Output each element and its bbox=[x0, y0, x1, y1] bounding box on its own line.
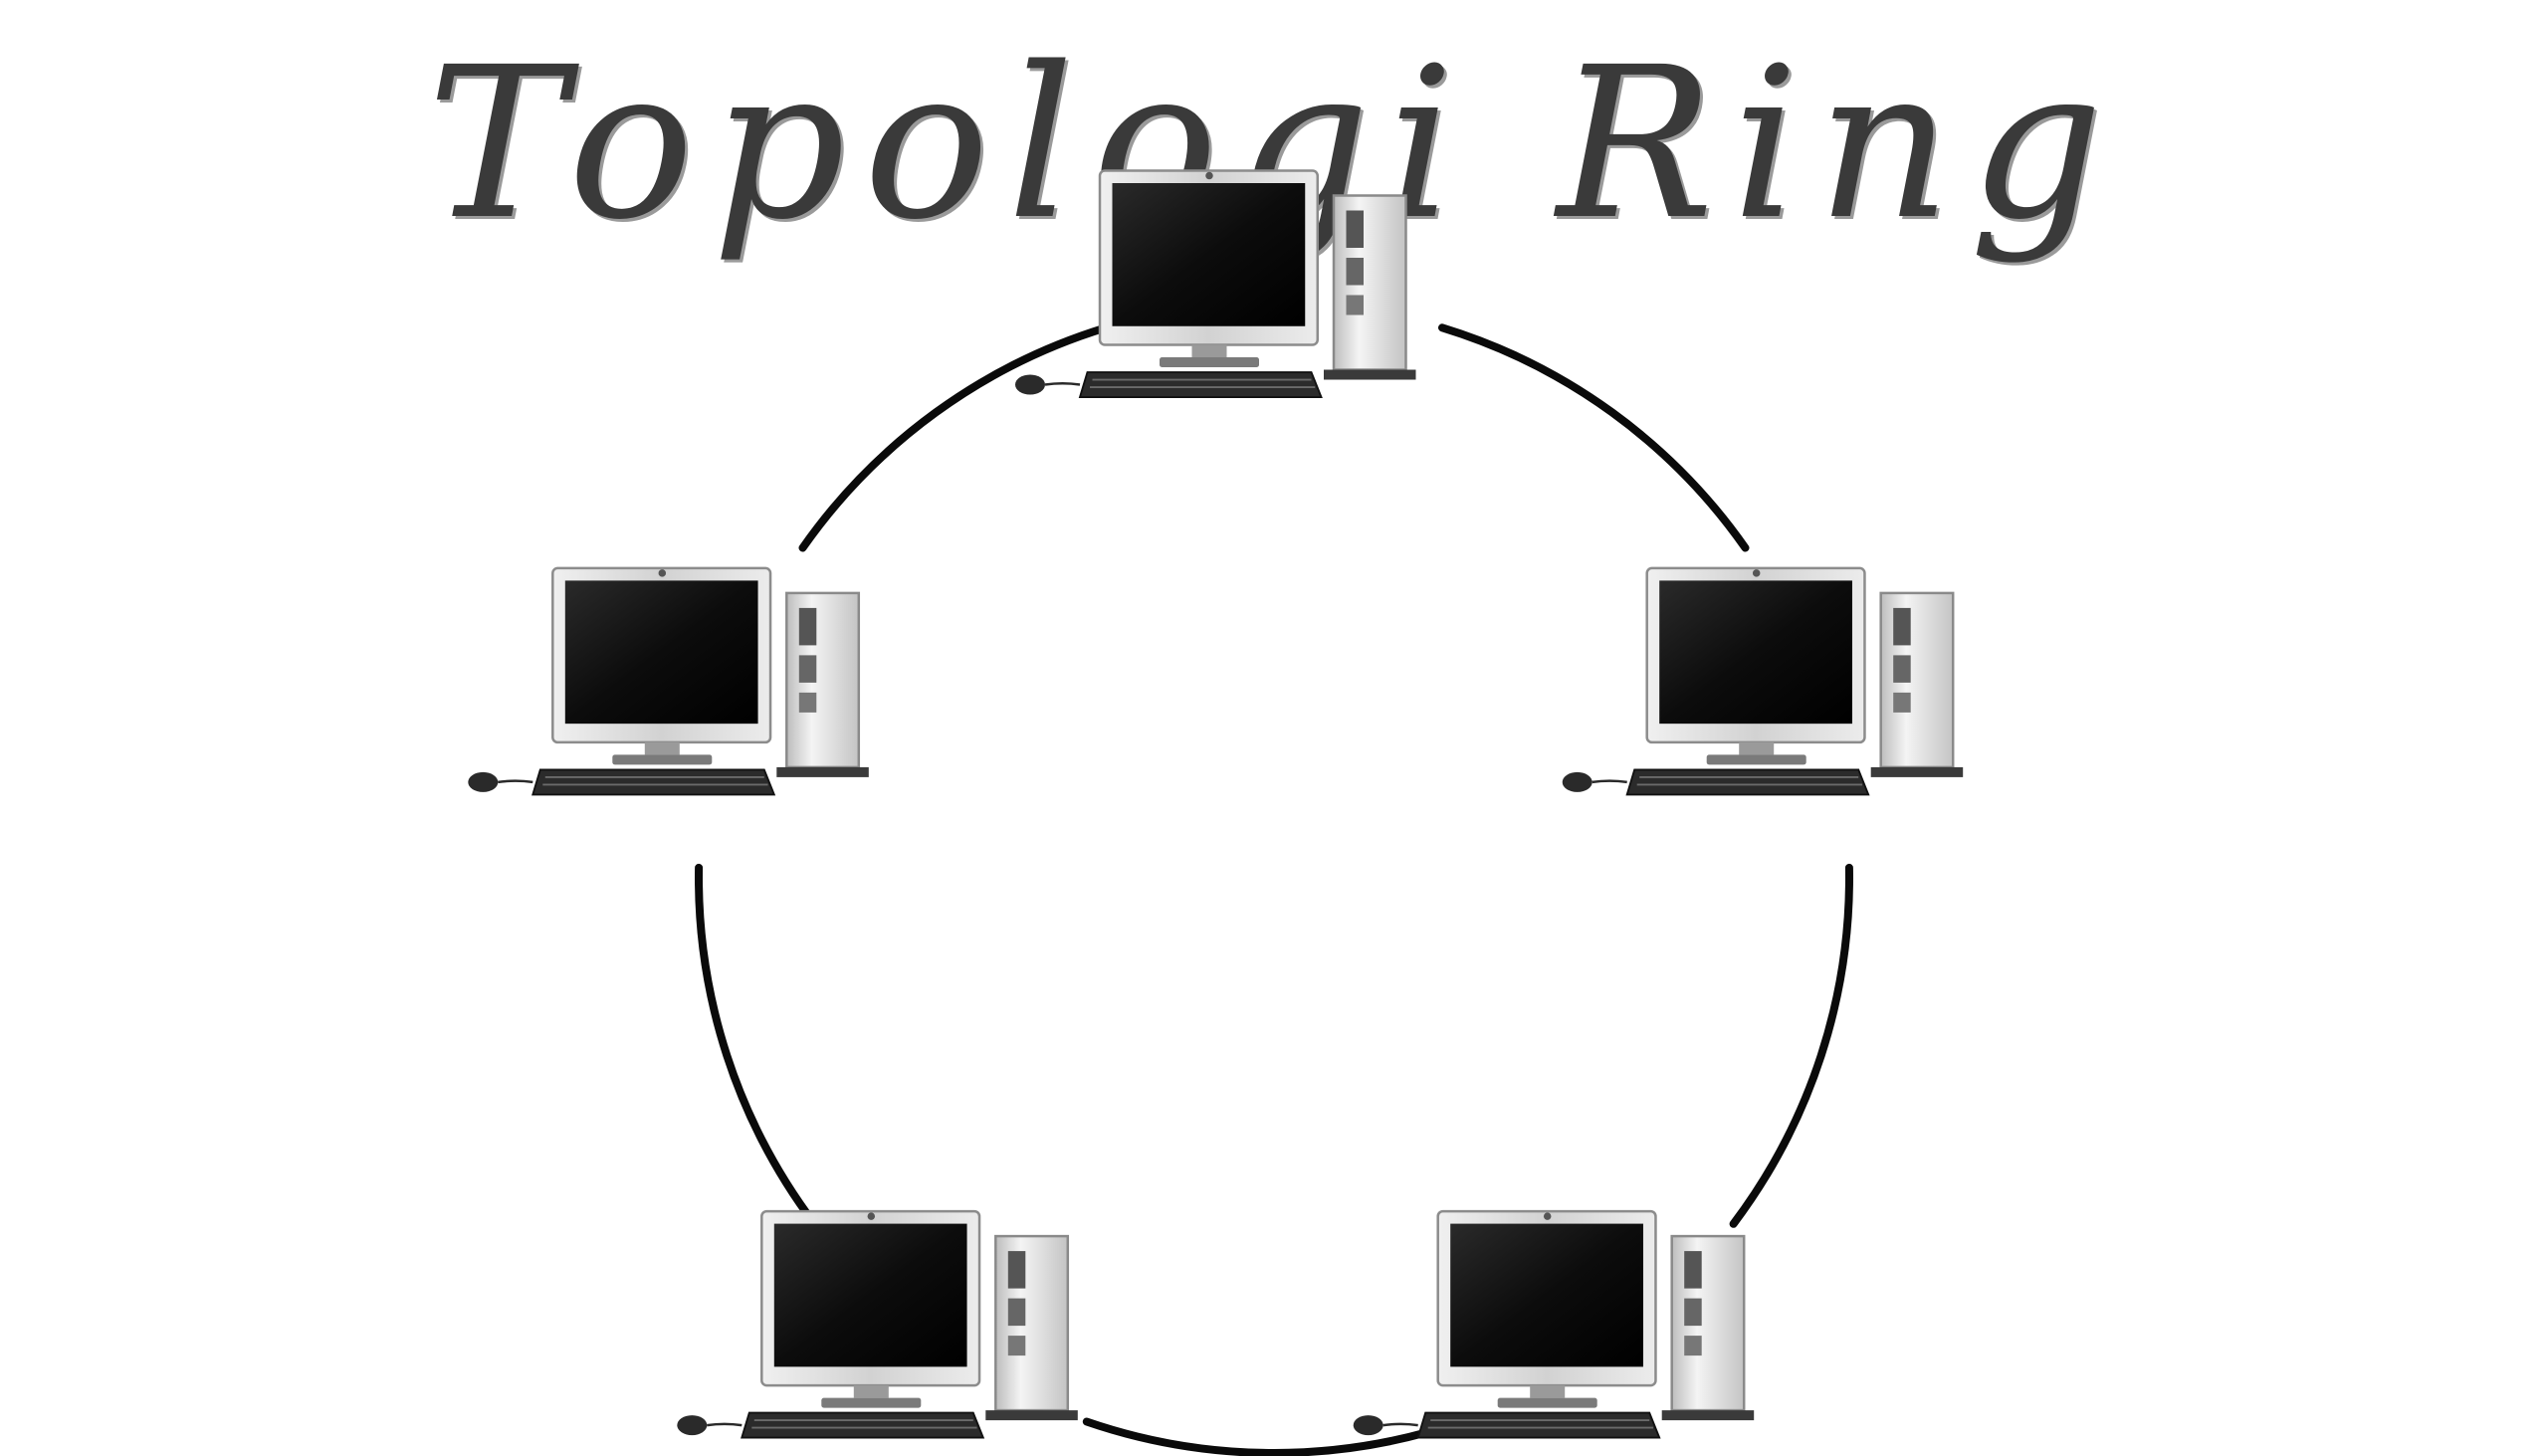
ring-link-node-bottom-left-to-node-left bbox=[695, 863, 819, 1228]
desktop-computer-icon bbox=[467, 566, 871, 796]
node-bottom-right bbox=[1352, 1209, 1756, 1439]
desktop-computer-icon bbox=[1013, 169, 1417, 399]
desktop-computer-icon bbox=[676, 1209, 1080, 1439]
desktop-computer-icon bbox=[1352, 1209, 1756, 1439]
node-bottom-left bbox=[676, 1209, 1080, 1439]
desktop-computer-icon bbox=[1561, 566, 1965, 796]
node-left bbox=[467, 566, 871, 796]
ring-link-node-left-to-node-top bbox=[798, 323, 1110, 552]
ring-link-node-bottom-right-to-node-bottom-left bbox=[1082, 1417, 1466, 1456]
ring-link-node-right-to-node-bottom-right bbox=[1729, 863, 1853, 1228]
node-top bbox=[1013, 169, 1417, 399]
node-right bbox=[1561, 566, 1965, 796]
ring-link-node-top-to-node-right bbox=[1438, 323, 1750, 552]
